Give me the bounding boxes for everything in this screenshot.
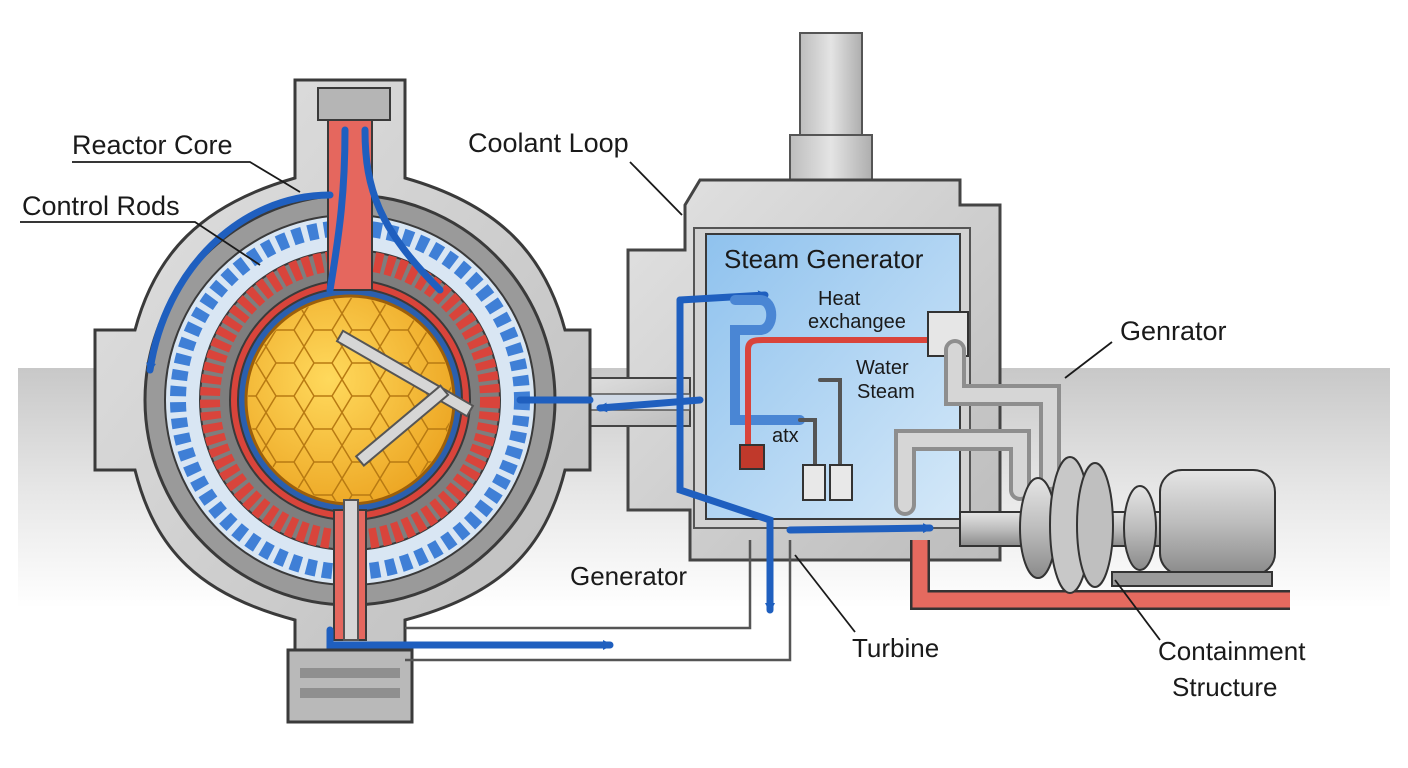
label-reactor-core: Reactor Core [72,130,233,160]
leader-lines [20,161,1161,641]
label-atx: atx [772,425,799,447]
exhaust-stack [789,32,873,181]
label-generator: Generator [570,561,687,591]
pump-unit-a [802,464,826,501]
return-pipe [405,540,792,662]
label-genrator: Genrator [1120,316,1227,346]
label-containment-line2: Structure [1172,672,1278,702]
label-containment-line1: Containment [1158,636,1306,666]
label-heat-exchanger-line2: exchangee [808,311,906,333]
label-steam: Steam [857,381,915,403]
label-steam-generator: Steam Generator [724,244,924,274]
label-water: Water [856,357,909,379]
pump-unit-b [829,464,853,501]
label-turbine: Turbine [852,633,939,663]
reactor-core [244,294,456,506]
control-rods [335,329,475,641]
valve-unit [739,444,765,470]
label-control-rods: Control Rods [22,191,180,221]
heat-exchanger-tubes [730,295,943,472]
steam-pipes [894,339,1061,516]
generator-unit [1159,469,1276,576]
label-heat-exchanger-line1: Heat [818,288,861,310]
label-coolant-loop: Coolant Loop [468,128,629,158]
coolant-flow [146,126,934,650]
turbine-assembly [959,456,1276,594]
